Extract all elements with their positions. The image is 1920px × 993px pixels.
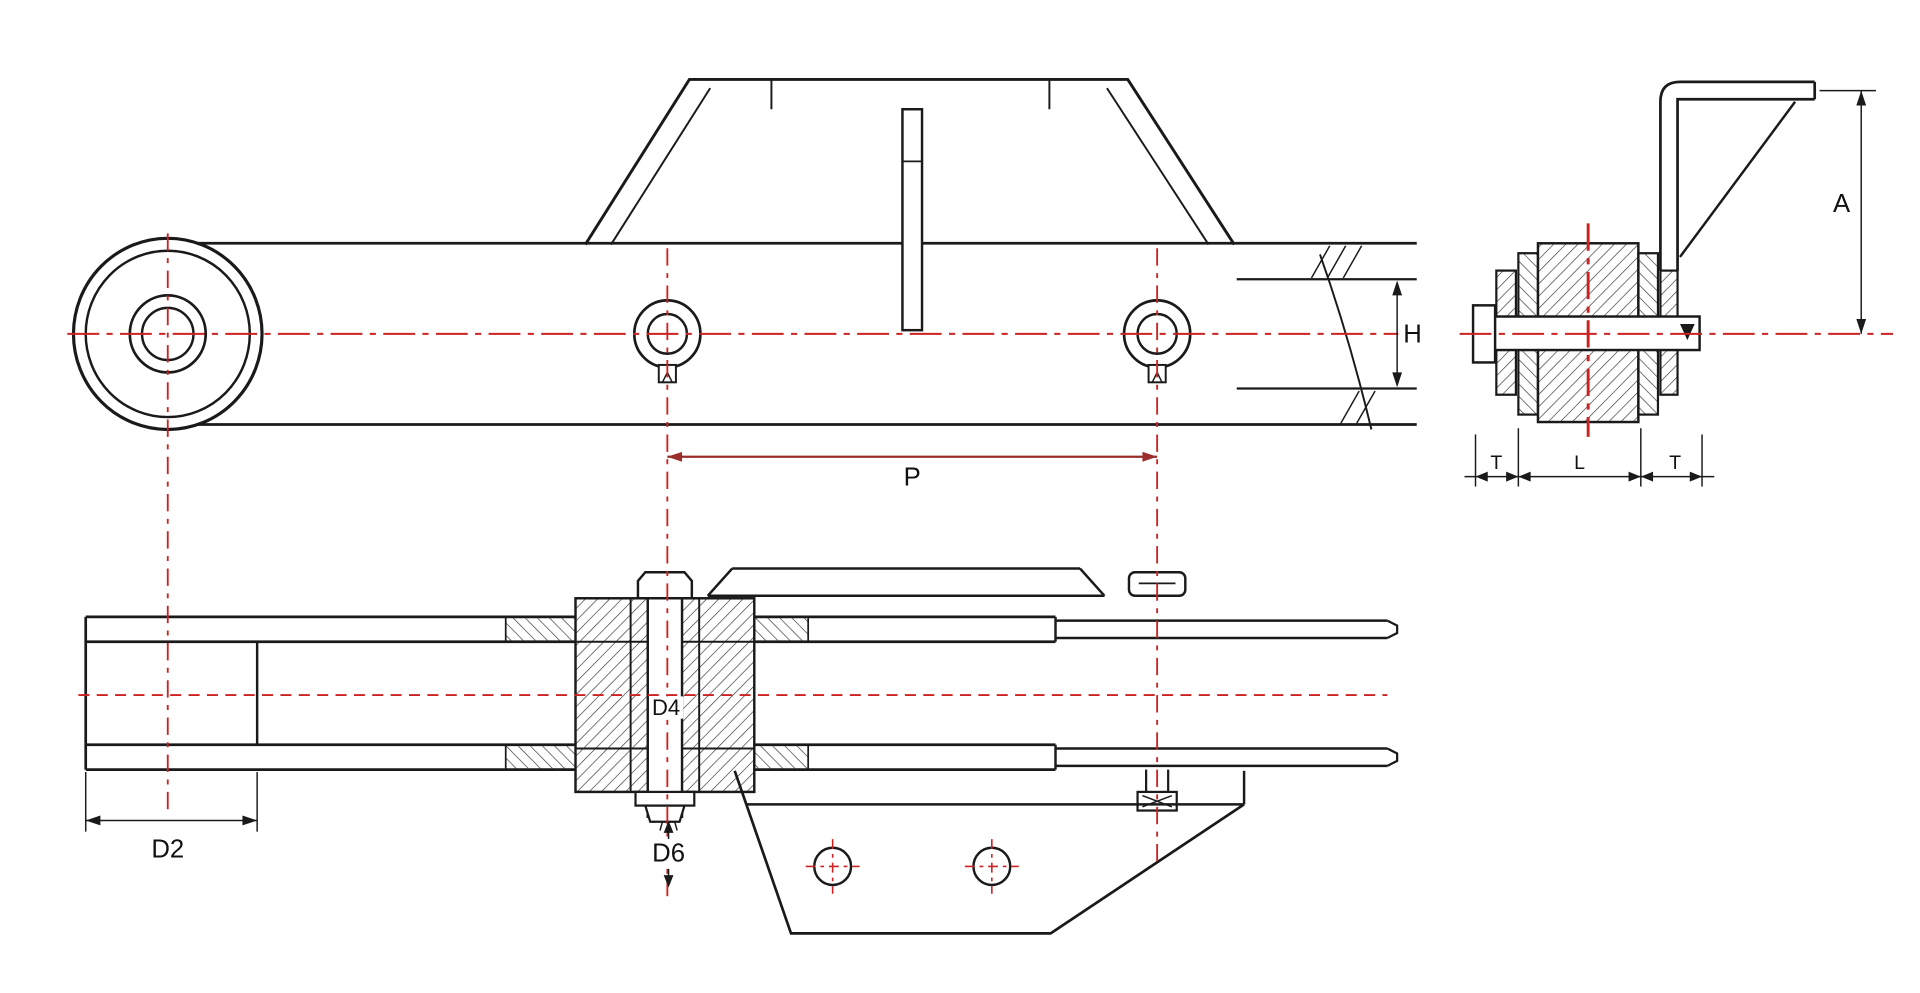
dim-label-l: L: [1574, 452, 1585, 474]
dim-label-d2: D2: [151, 836, 184, 864]
dimension-d2: [84, 772, 258, 832]
dim-label-h: H: [1403, 320, 1422, 348]
center-slot: [901, 107, 924, 332]
dimension-p: [667, 451, 1158, 462]
dimensions: H P A T L T D2 D4 D6: [84, 89, 1876, 888]
end-section-view: [1471, 80, 1817, 424]
plate-section-hatch: [504, 616, 810, 771]
dim-label-d6: D6: [652, 839, 685, 867]
dim-label-t-left: T: [1490, 452, 1502, 474]
chain-link-plates: [171, 241, 1417, 426]
dim-label-d4: D4: [652, 695, 680, 720]
dimension-d6: [645, 820, 692, 888]
pin-head-plan: [636, 570, 694, 600]
cotter-pin-mark: [1680, 323, 1695, 341]
dim-label-a: A: [1833, 190, 1851, 218]
plan-view: [84, 567, 1399, 935]
washer: [634, 790, 696, 807]
break-line: [1310, 245, 1376, 430]
dimension-d4: [647, 696, 684, 719]
dim-label-p: P: [904, 463, 921, 491]
chain-cross-section: [1471, 242, 1701, 424]
dimension-h: [1392, 280, 1431, 388]
dimension-a: [1819, 89, 1876, 334]
nut: [643, 804, 686, 823]
centerlines: [67, 223, 1894, 897]
dim-label-t-right: T: [1669, 452, 1681, 474]
pin-bushing-assembly: [574, 570, 756, 831]
attachment-plate-side: [584, 77, 1236, 246]
dimension-tlt: [1464, 428, 1715, 487]
bent-attachment-plate: [1659, 80, 1817, 271]
attachment-bracket-plan: [733, 770, 1246, 935]
side-elevation-view: [71, 77, 1417, 432]
attachment-flange-plan: [706, 567, 1106, 598]
